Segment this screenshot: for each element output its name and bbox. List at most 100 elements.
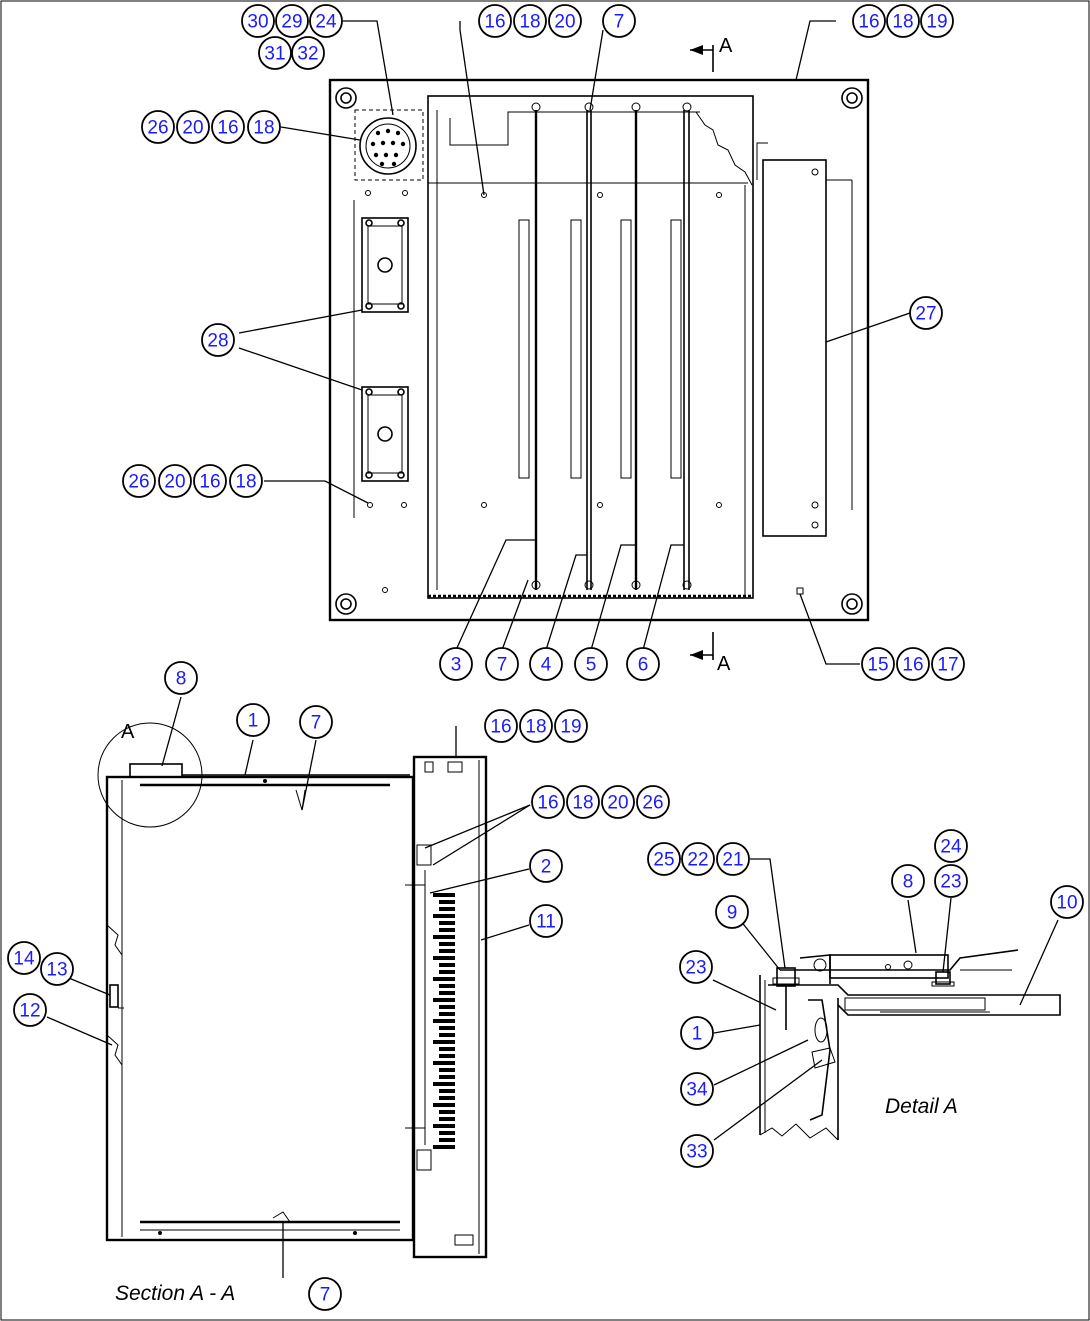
callout-number: 11 — [536, 912, 556, 933]
callout-8: 8 — [164, 661, 198, 695]
terminal-bar — [439, 949, 455, 953]
rect-connector-lower — [361, 386, 409, 482]
callout-number: 3 — [451, 655, 462, 676]
terminal-bar — [433, 1103, 455, 1107]
terminal-bar — [439, 921, 455, 925]
detail-mark-a: A — [121, 721, 135, 743]
callout-number: 22 — [687, 850, 708, 871]
detail-caption: Detail A — [885, 1095, 958, 1118]
terminal-bar — [439, 1089, 455, 1093]
callout-number: 32 — [297, 44, 318, 65]
terminal-bar — [439, 907, 455, 911]
top-view-panel: A A — [328, 35, 870, 675]
callout-number: 9 — [727, 903, 738, 924]
callout-number: 14 — [13, 949, 35, 970]
callout-26: 26 — [122, 464, 156, 498]
callout-number: 7 — [320, 1285, 331, 1306]
terminal-bar — [439, 1110, 455, 1114]
terminal-bar — [439, 1131, 455, 1135]
callout-number: 26 — [128, 472, 149, 493]
callout-26: 26 — [141, 110, 175, 144]
callout-number: 28 — [207, 331, 228, 352]
callout-16: 16 — [211, 110, 245, 144]
terminal-bar — [439, 1047, 455, 1051]
callout-27: 27 — [909, 296, 943, 330]
callout-number: 16 — [217, 118, 238, 139]
callout-number: 30 — [247, 12, 268, 33]
terminal-bar — [439, 1012, 455, 1016]
callout-number: 15 — [867, 655, 888, 676]
callout-1: 1 — [236, 703, 270, 737]
callout-7: 7 — [308, 1277, 342, 1311]
callout-20: 20 — [548, 4, 582, 38]
callout-number: 8 — [903, 872, 914, 893]
callout-number: 13 — [46, 960, 67, 981]
callout-number: 23 — [940, 872, 961, 893]
callout-number: 29 — [281, 12, 302, 33]
callout-number: 8 — [176, 669, 187, 690]
detail-a-circle — [97, 722, 203, 828]
callout-18: 18 — [247, 110, 281, 144]
callout-number: 6 — [638, 655, 649, 676]
callout-number: 18 — [519, 12, 540, 33]
callout-number: 20 — [607, 793, 628, 814]
terminal-bar — [433, 1145, 455, 1149]
terminal-bar — [439, 1026, 455, 1030]
callout-number: 18 — [235, 472, 256, 493]
terminal-bar — [439, 1033, 455, 1037]
callout-7: 7 — [485, 647, 519, 681]
callout-21: 21 — [716, 842, 750, 876]
enclosure-outline — [105, 775, 415, 1242]
callout-number: 26 — [147, 118, 168, 139]
callout-34: 34 — [680, 1072, 714, 1106]
callout-6: 6 — [626, 647, 660, 681]
latch-part — [129, 763, 183, 778]
terminal-bar — [439, 928, 455, 932]
detail-a-view: Detail A — [759, 949, 1061, 1141]
terminal-bar — [439, 1117, 455, 1121]
callout-24: 24 — [934, 829, 968, 863]
terminal-bar — [439, 1075, 455, 1079]
callout-11: 11 — [529, 904, 563, 938]
callout-23: 23 — [679, 950, 713, 984]
callout-9: 9 — [715, 895, 749, 929]
callout-4: 4 — [529, 647, 563, 681]
callout-number: 18 — [525, 717, 546, 738]
terminal-bar — [439, 942, 455, 946]
callout-23: 23 — [934, 864, 968, 898]
callout-7: 7 — [299, 705, 333, 739]
callout-number: 25 — [653, 850, 674, 871]
terminal-bar — [433, 1124, 455, 1128]
terminal-bar — [439, 1138, 455, 1142]
callout-number: 19 — [560, 717, 581, 738]
callout-number: 20 — [164, 472, 185, 493]
callout-12: 12 — [13, 993, 47, 1027]
right-bracket — [756, 142, 853, 537]
terminal-bar — [433, 1019, 455, 1023]
callout-15: 15 — [861, 647, 895, 681]
callout-number: 17 — [937, 655, 958, 676]
callout-number: 16 — [490, 717, 511, 738]
callout-19: 19 — [554, 709, 588, 743]
section-mark-bottom: A — [717, 653, 731, 675]
circular-connector — [354, 109, 424, 196]
callout-number: 19 — [926, 12, 947, 33]
terminal-bar — [433, 893, 455, 897]
callout-number: 7 — [311, 713, 322, 734]
front-panel — [412, 755, 488, 1259]
rect-connector-upper — [361, 217, 409, 313]
callout-number: 23 — [685, 958, 706, 979]
section-arrow-bottom: A — [690, 632, 731, 675]
terminal-bar — [439, 1068, 455, 1072]
callout-number: 21 — [722, 850, 743, 871]
terminal-strip — [433, 893, 455, 1149]
terminal-bar — [433, 977, 455, 981]
callout-5: 5 — [574, 647, 608, 681]
section-mark-top: A — [719, 35, 733, 57]
callout-30: 30 — [241, 4, 275, 38]
callout-20: 20 — [158, 464, 192, 498]
callout-17: 17 — [931, 647, 965, 681]
